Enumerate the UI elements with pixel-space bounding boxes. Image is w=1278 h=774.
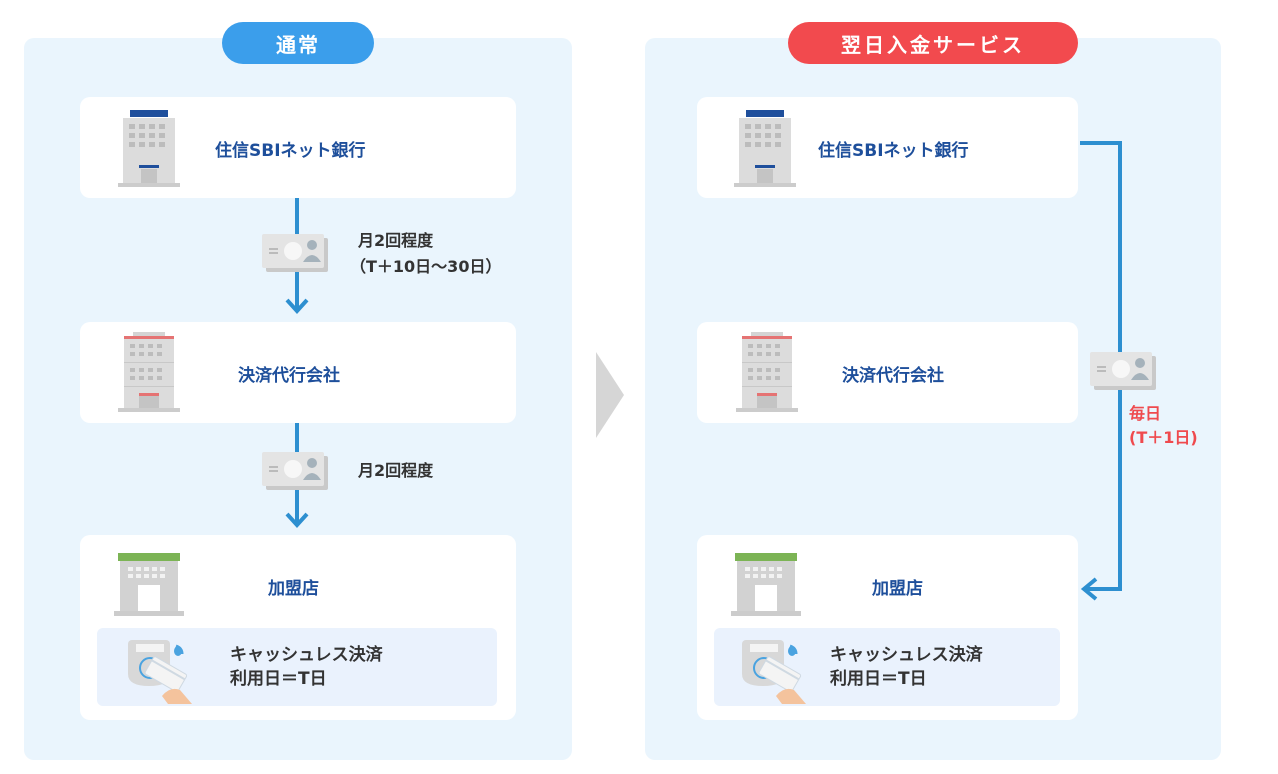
office-building-icon bbox=[736, 332, 798, 412]
usage-date-text: 利用日＝T日 bbox=[830, 669, 927, 689]
card-payment-icon bbox=[742, 640, 806, 704]
flow-label-frequency: 毎日 bbox=[1129, 404, 1162, 423]
arrow-right-icon bbox=[596, 352, 624, 438]
payment-agent-label: 決済代行会社 bbox=[842, 366, 944, 386]
normal-title-badge: 通常 bbox=[222, 22, 374, 64]
store-icon bbox=[114, 553, 184, 616]
payment-agent-label: 決済代行会社 bbox=[238, 366, 340, 386]
money-icon bbox=[262, 452, 328, 490]
office-building-icon bbox=[118, 332, 180, 412]
flow-label-timing: （T＋10日〜30日） bbox=[350, 257, 502, 276]
bank-building-icon bbox=[118, 110, 180, 187]
arrow-down-icon bbox=[285, 512, 309, 528]
merchant-label: 加盟店 bbox=[268, 579, 319, 599]
connector-line bbox=[1086, 587, 1122, 591]
merchant-label: 加盟店 bbox=[872, 579, 923, 599]
money-icon bbox=[262, 234, 328, 272]
bank-label: 住信SBIネット銀行 bbox=[818, 141, 969, 161]
next-day-service-title-badge: 翌日入金サービス bbox=[788, 22, 1078, 64]
bank-label: 住信SBIネット銀行 bbox=[215, 141, 366, 161]
payment-method-text: キャッシュレス決済 bbox=[230, 645, 383, 665]
arrow-down-icon bbox=[285, 298, 309, 314]
flow-label-timing: (T＋1日) bbox=[1129, 428, 1198, 447]
payment-method-text: キャッシュレス決済 bbox=[830, 645, 983, 665]
bank-building-icon bbox=[734, 110, 796, 187]
usage-date-text: 利用日＝T日 bbox=[230, 669, 327, 689]
connector-line bbox=[1080, 141, 1122, 145]
card-payment-icon bbox=[128, 640, 192, 704]
arrow-left-icon bbox=[1080, 577, 1098, 601]
flow-label-frequency: 月2回程度 bbox=[358, 231, 434, 250]
money-icon bbox=[1090, 352, 1156, 390]
flow-label-frequency: 月2回程度 bbox=[358, 461, 434, 480]
store-icon bbox=[731, 553, 801, 616]
